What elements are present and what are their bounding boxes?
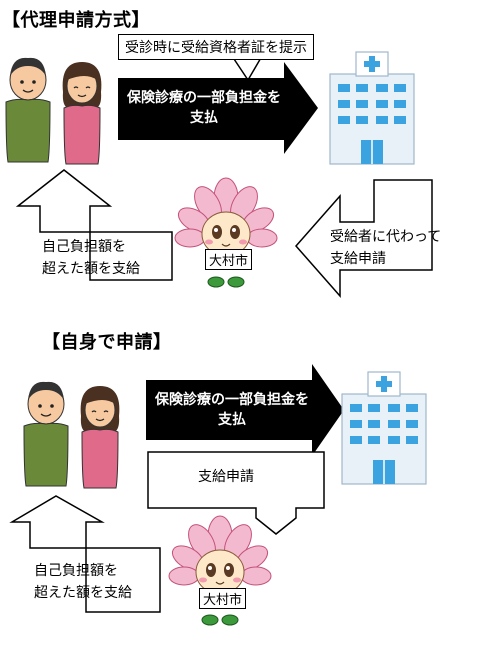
up-arrow-2-label: 自己負担額を 超えた額を支給 xyxy=(34,560,132,604)
black-arrow-2-line2: 支払 xyxy=(218,412,246,428)
up-arrow-1-line1: 自己負担額を xyxy=(42,239,126,255)
bent-arrow-2-label: 支給申請 xyxy=(198,469,254,485)
woman-illustration-1 xyxy=(62,61,102,165)
up-arrow-2-head xyxy=(9,495,161,613)
man-illustration-2 xyxy=(23,381,69,487)
woman-illustration-2 xyxy=(80,385,120,489)
black-arrow-2-label: 保険診療の一部負担金を 支払 xyxy=(148,390,316,430)
up-arrow-2-line1: 自己負担額を xyxy=(34,563,118,579)
left-arrow-1 xyxy=(295,179,433,298)
section1-heading: 【代理申請方式】 xyxy=(2,10,150,31)
up-arrow-1-label: 自己負担額を 超えた額を支給 xyxy=(42,236,140,280)
callout-box: 受診時に受給資格者証を提示 xyxy=(118,34,314,60)
mascot-sign-1: 大村市 xyxy=(205,249,253,270)
hospital-icon-1 xyxy=(329,51,415,165)
man-illustration-1 xyxy=(5,57,51,163)
section2-heading: 【自身で申請】 xyxy=(42,332,172,353)
up-arrow-2-line2: 超えた額を支給 xyxy=(34,585,132,601)
black-arrow-2 xyxy=(146,364,344,456)
up-arrow-1-line2: 超えた額を支給 xyxy=(42,261,140,277)
left-arrow-1-line2: 支給申請 xyxy=(330,251,386,267)
left-arrow-1-line1: 受給者に代わって xyxy=(330,229,442,245)
mascot-illustration-1 xyxy=(173,177,279,288)
black-arrow-1-label: 保険診療の一部負担金を 支払 xyxy=(120,88,288,128)
black-arrow-1-line2: 支払 xyxy=(190,110,218,126)
left-arrow-1-label: 受給者に代わって 支給申請 xyxy=(330,226,441,270)
hospital-icon-2 xyxy=(341,371,427,485)
mascot-sign-2: 大村市 xyxy=(199,588,247,609)
up-arrow-1-head xyxy=(15,169,173,281)
black-arrow-2-line1: 保険診療の一部負担金を xyxy=(155,392,309,408)
bent-arrow-2 xyxy=(147,451,325,535)
black-arrow-1-line1: 保険診療の一部負担金を xyxy=(127,90,281,106)
black-arrow-1 xyxy=(118,62,318,154)
